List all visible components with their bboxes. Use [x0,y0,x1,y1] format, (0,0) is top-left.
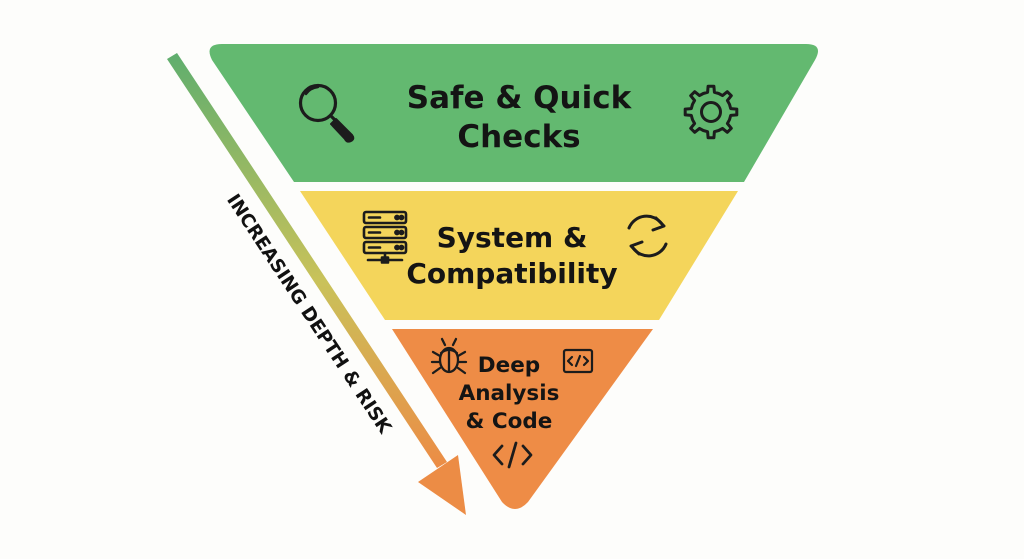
arrow-shaft [167,53,447,468]
tier-2-title-line1: System & [437,221,588,254]
depth-risk-arrow [167,53,466,515]
arrow-head [418,455,466,515]
tier-3-title-line3: & Code [466,409,553,434]
bug-icon [430,337,468,375]
tier-band-safe-checks [209,44,819,182]
tier-2-title-line2: Compatibility [406,257,617,290]
gear-icon [683,84,739,140]
magnifier-icon [298,83,355,143]
tier-band-system-compat [300,191,738,320]
tier-3-title-line1: Deep [478,353,540,378]
tier-1-title-line1: Safe & Quick [407,80,633,116]
sync-arrows-icon [627,214,668,258]
code-window-icon [562,348,594,374]
code-brackets-icon [492,441,533,469]
tier-3-title-line2: Analysis [459,381,560,406]
server-stack-icon [362,210,408,264]
tier-band-deep-analysis [392,329,653,509]
tier-1-title-line2: Checks [457,119,580,155]
